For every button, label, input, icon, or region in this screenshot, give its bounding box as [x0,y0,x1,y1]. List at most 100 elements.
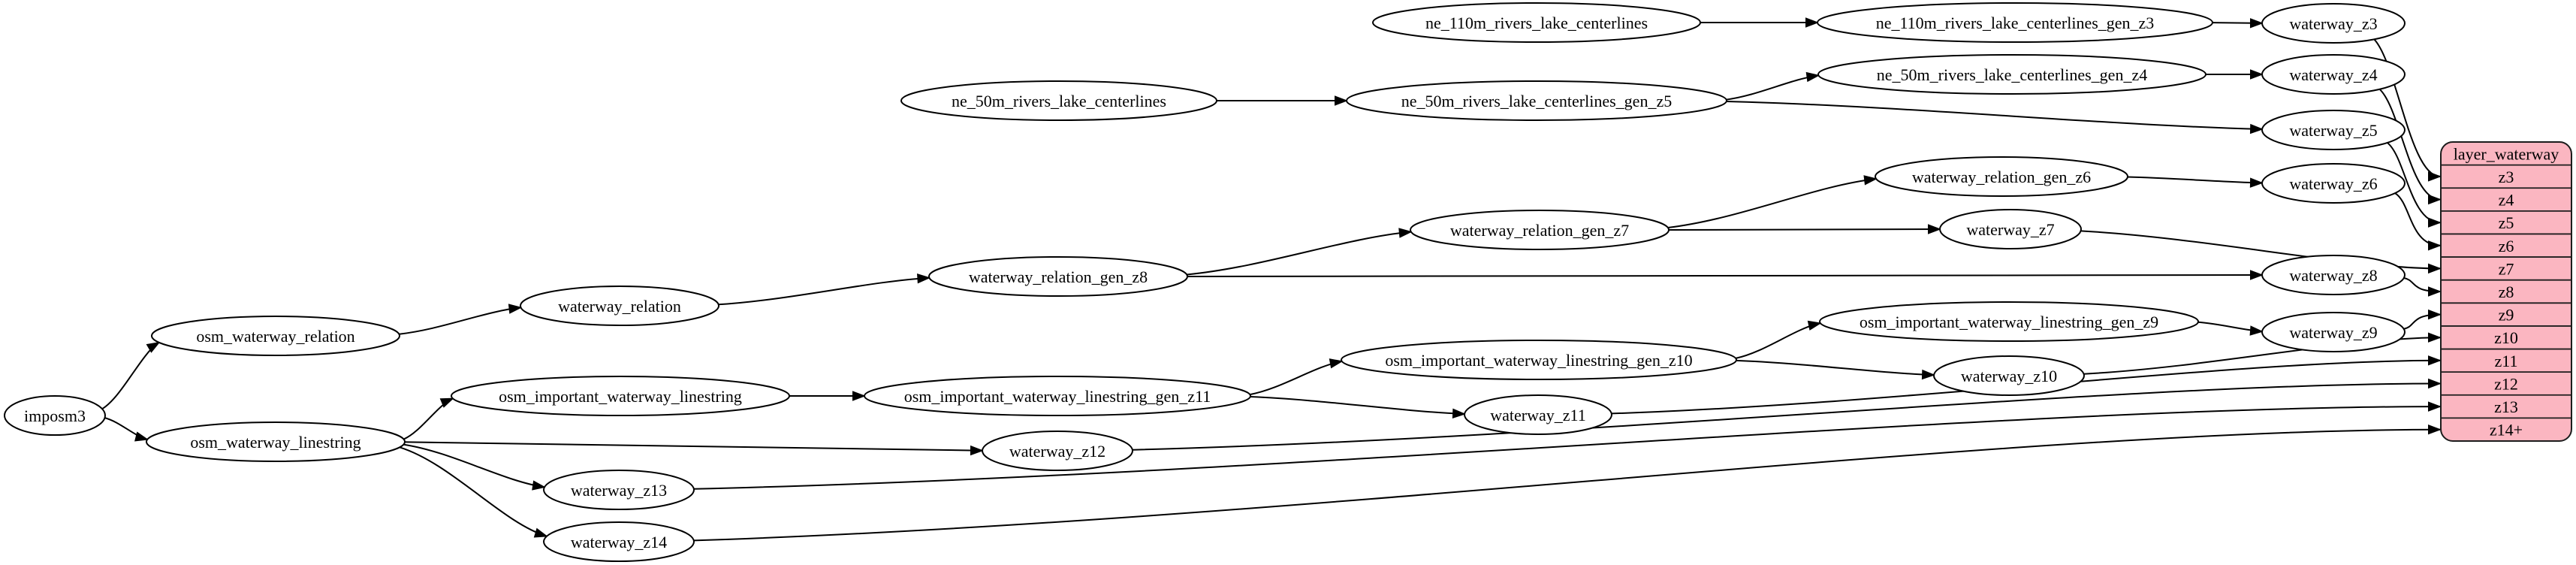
edge-waterway_relation-to-waterway_relation_gen_z8 [718,273,931,306]
edge-waterway_z5-to-layer_waterway-z5 [2387,142,2442,228]
node-label: waterway_relation [558,297,681,316]
edges-layer [101,17,2442,542]
node-label: waterway_z11 [1490,406,1585,425]
node-ellipse [2261,3,2406,44]
record-row-z4: z4 [2499,191,2514,210]
node-ne_50m_rivers_lake_centerlines: ne_50m_rivers_lake_centerlines [900,80,1217,121]
node-waterway_relation: waterway_relation [520,286,719,326]
record-layer_waterway: layer_waterwayz3z4z5z6z7z8z9z10z11z12z13… [2440,141,2572,442]
node-label: ne_50m_rivers_lake_centerlines_gen_z4 [1877,65,2147,84]
edge-waterway_relation_gen_z7-to-waterway_relation_gen_z6 [1667,175,1878,228]
edge-ne_50m_rivers_lake_centerlines_gen_z5-to-ne_50m_rivers_lake_centerlines_gen_z4 [1726,71,1820,101]
edge-osm_waterway_relation-to-waterway_relation [399,304,523,335]
node-waterway_z10: waterway_z10 [1933,355,2085,396]
node-waterway_z11: waterway_z11 [1464,394,1612,435]
node-ellipse [1933,355,2085,396]
edge-osm_waterway_linestring-to-osm_important_waterway_linestring [403,397,454,440]
edge-waterway_z8-to-layer_waterway-z8 [2403,277,2442,297]
node-label: waterway_z9 [2289,323,2377,342]
edge-osm_important_waterway_linestring_gen_z9-to-waterway_z9 [2197,321,2264,336]
node-ellipse [2261,312,2406,352]
edge-osm_waterway_linestring-to-waterway_z13 [403,443,546,491]
record-row-z6: z6 [2499,237,2514,255]
node-ellipse [864,376,1251,416]
node-ellipse [520,286,719,326]
node-waterway_z13: waterway_z13 [543,470,695,510]
node-ne_50m_rivers_lake_centerlines_gen_z5: ne_50m_rivers_lake_centerlines_gen_z5 [1346,80,1727,121]
node-label: ne_110m_rivers_lake_centerlines [1425,14,1648,32]
record-row-z12: z12 [2494,374,2518,393]
node-osm_important_waterway_linestring: osm_important_waterway_linestring [451,376,790,416]
node-ellipse [2261,255,2406,295]
record-row-z8: z8 [2499,282,2514,301]
record-layer: layer_waterwayz3z4z5z6z7z8z9z10z11z12z13… [2440,141,2572,442]
node-ne_110m_rivers_lake_centerlines: ne_110m_rivers_lake_centerlines [1372,2,1701,43]
edge-waterway_z7-to-layer_waterway-z7 [2080,230,2442,274]
edge-osm_waterway_linestring-to-waterway_z14 [399,446,548,538]
node-ellipse [1346,80,1727,121]
edge-imposm3-to-osm_waterway_linestring [104,417,149,442]
node-ellipse [543,470,695,510]
node-osm_important_waterway_linestring_gen_z10: osm_important_waterway_linestring_gen_z1… [1341,340,1737,380]
node-label: osm_important_waterway_linestring_gen_z1… [904,387,1211,406]
record-row-z11: z11 [2495,352,2518,370]
edge-waterway_z14-to-layer_waterway-z14+ [693,424,2442,542]
node-ellipse [1372,2,1701,43]
node-ne_110m_rivers_lake_centerlines_gen_z3: ne_110m_rivers_lake_centerlines_gen_z3 [1817,2,2213,43]
node-label: waterway_z3 [2289,14,2377,33]
nodes-layer: imposm3 osm_waterway_relation osm_waterway… [4,2,2406,562]
edge-waterway_z13-to-layer_waterway-z13 [693,401,2442,490]
node-ellipse [1939,209,2082,249]
node-label: osm_important_waterway_linestring_gen_z1… [1385,351,1692,370]
node-label: waterway_z4 [2289,65,2377,84]
edge-waterway_z12-to-layer_waterway-z12 [1132,378,2442,451]
node-label: ne_110m_rivers_lake_centerlines_gen_z3 [1876,14,2155,32]
edge-osm_important_waterway_linestring_gen_z10-to-osm_important_waterway_linestring_gen_z9 [1735,320,1822,359]
node-ellipse [1341,340,1737,380]
node-label: waterway_z7 [1966,220,2054,239]
node-waterway_z6: waterway_z6 [2261,163,2406,204]
record-row-z5: z5 [2499,213,2514,232]
node-ellipse [928,256,1188,297]
edge-osm_waterway_linestring-to-waterway_z12 [404,441,984,456]
node-label: waterway_z8 [2289,266,2377,285]
node-ellipse [1464,394,1612,435]
node-waterway_z5: waterway_z5 [2261,110,2406,150]
node-label: waterway_relation_gen_z7 [1450,221,1629,240]
node-ellipse [982,431,1133,471]
node-label: imposm3 [24,406,86,425]
node-osm_waterway_relation: osm_waterway_relation [151,316,400,356]
node-waterway_relation_gen_z8: waterway_relation_gen_z8 [928,256,1188,297]
node-ellipse [1819,301,2199,342]
record-row-z10: z10 [2494,328,2518,347]
node-label: waterway_z14 [571,533,667,551]
record-row-z14+: z14+ [2490,421,2523,440]
edge-waterway_z9-to-layer_waterway-z9 [2403,309,2442,330]
record-row-z13: z13 [2494,397,2518,416]
edge-waterway_z3-to-layer_waterway-z3 [2373,38,2442,182]
node-ne_50m_rivers_lake_centerlines_gen_z4: ne_50m_rivers_lake_centerlines_gen_z4 [1817,54,2206,95]
node-waterway_z12: waterway_z12 [982,431,1133,471]
edge-osm_important_waterway_linestring_gen_z10-to-waterway_z10 [1736,359,1936,380]
node-ellipse [1410,210,1670,250]
node-waterway_z4: waterway_z4 [2261,54,2406,95]
node-label: waterway_relation_gen_z8 [969,267,1148,286]
node-ellipse [1817,2,2213,43]
node-label: waterway_z12 [1009,442,1106,461]
node-waterway_relation_gen_z7: waterway_relation_gen_z7 [1410,210,1670,250]
node-waterway_z8: waterway_z8 [2261,255,2406,295]
node-label: waterway_z13 [571,481,667,500]
node-label: ne_50m_rivers_lake_centerlines [952,92,1166,110]
edge-waterway_z4-to-layer_waterway-z4 [2378,89,2442,205]
node-ellipse [1817,54,2206,95]
node-label: osm_important_waterway_linestring [499,387,742,406]
node-label: waterway_z5 [2289,121,2377,140]
node-label: osm_waterway_linestring [190,433,360,452]
node-label: osm_waterway_relation [196,327,354,346]
record-body [2440,141,2572,442]
record-row-z9: z9 [2499,306,2514,325]
edge-waterway_relation_gen_z6-to-waterway_z6 [2127,176,2264,188]
node-waterway_z7: waterway_z7 [1939,209,2082,249]
node-label: waterway_z10 [1961,367,2057,385]
